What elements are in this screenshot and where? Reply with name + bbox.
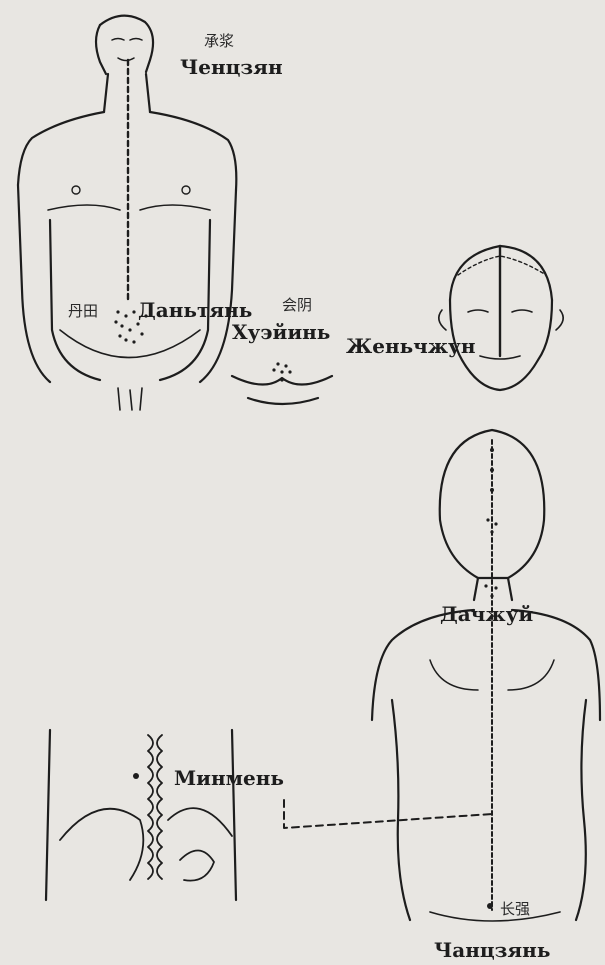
perineum-figure — [232, 362, 332, 404]
huiyin-cn-label: 会阴 — [282, 298, 312, 313]
dantian-label: Даньтянь — [138, 300, 252, 320]
renzhong-label: Женьчжун — [346, 336, 475, 356]
changqiang-cn-label: 长强 — [500, 902, 530, 917]
chengjiang-label: Ченцзян — [180, 57, 283, 77]
changqiang-label: Чанцзянь — [434, 940, 550, 960]
mingmen-leader-line — [284, 800, 492, 828]
face-figure — [439, 246, 563, 390]
dantian-cn-label: 丹田 — [68, 304, 98, 319]
back-figure — [372, 430, 600, 921]
lumbar-pelvis-figure — [46, 730, 236, 900]
mingmen-label: Минмень — [174, 768, 284, 788]
dazhui-label: Дачжуй — [440, 604, 533, 624]
chengjiang-cn-label: 承浆 — [204, 34, 234, 49]
huiyin-label: Хуэйинь — [232, 322, 330, 342]
